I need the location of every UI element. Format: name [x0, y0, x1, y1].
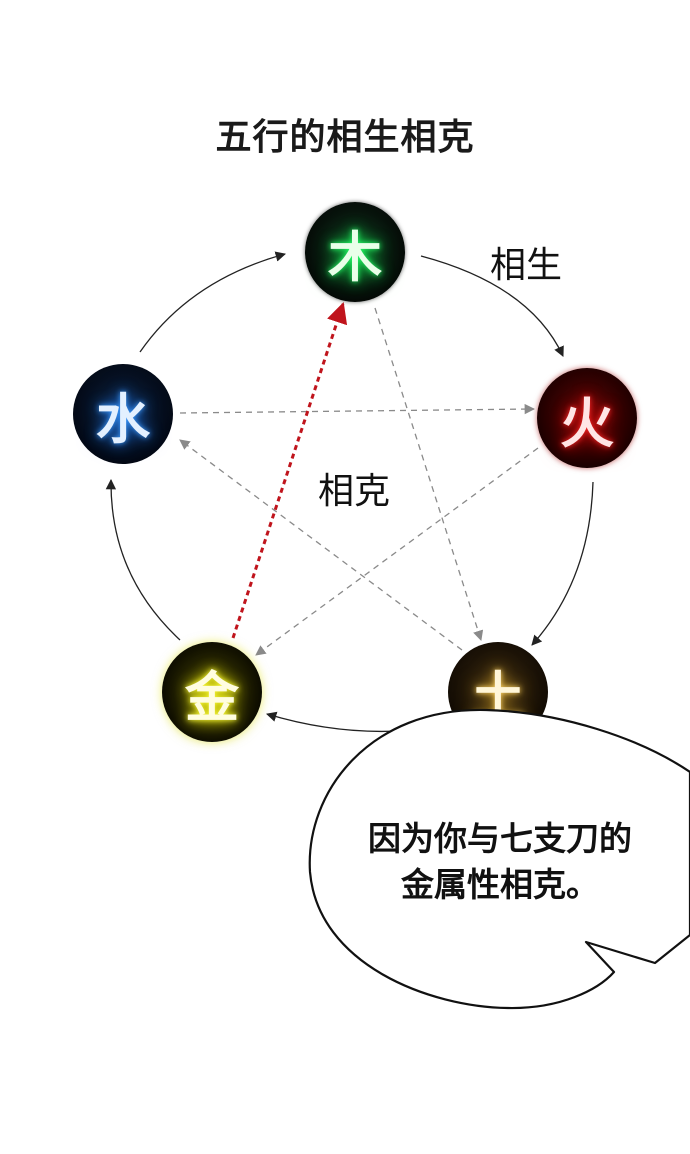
arrow-water-to-wood — [139, 251, 287, 353]
arrow-fire-to-metal — [255, 447, 539, 656]
label-generate: 相生 — [490, 245, 563, 286]
arrow-water-to-fire — [179, 403, 536, 415]
arrow-wood-to-earth — [374, 307, 484, 641]
element-metal-node: 金 — [162, 642, 262, 742]
element-water-node: 水 — [73, 364, 173, 464]
speech-bubble-text: 因为你与七支刀的 金属性相克。 — [330, 816, 670, 908]
element-fire-node: 火 — [537, 368, 637, 468]
speech-line-1: 因为你与七支刀的 — [368, 819, 632, 858]
arrow-fire-to-earth — [531, 481, 594, 646]
arrow-wood-to-fire — [420, 255, 564, 357]
speech-line-2: 金属性相克。 — [401, 865, 599, 904]
element-wood-node: 木 — [305, 202, 405, 302]
diagram-title: 五行的相生相克 — [215, 116, 475, 158]
label-overcome: 相克 — [318, 471, 391, 512]
speech-bubble-outline — [308, 708, 690, 1010]
arrow-metal-to-wood — [231, 302, 348, 639]
arrow-earth-to-water — [179, 439, 463, 651]
arrow-metal-to-water — [105, 478, 181, 641]
